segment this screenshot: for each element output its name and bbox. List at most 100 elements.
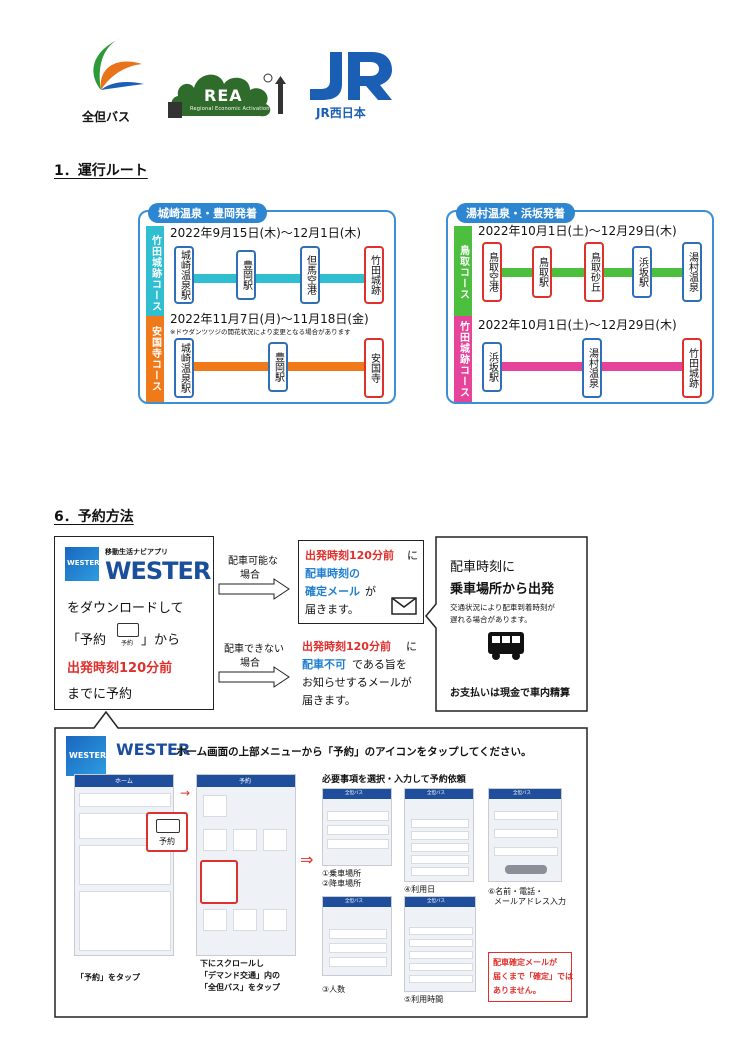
reserve-screen-title: 予約 bbox=[239, 778, 252, 785]
flow-ok-label: 配車可能な bbox=[228, 556, 278, 567]
warning-line-3: ありません。 bbox=[493, 986, 541, 995]
result-payment: お支払いは現金で車内精算 bbox=[450, 688, 570, 699]
zentan-logo-icon bbox=[93, 38, 144, 90]
station-kinosaki: 城崎温泉駅 bbox=[174, 246, 194, 304]
station-hamasaka: 浜坂駅 bbox=[632, 246, 652, 298]
ng-message: 出発時刻120分前 に 配車不可 である旨を お知らせするメールが 届きます。 bbox=[302, 638, 426, 708]
rea-logo-title: REA bbox=[204, 86, 243, 105]
ng-msg-mail: お知らせするメールが bbox=[302, 676, 412, 689]
ng-msg-time: 出発時刻120分前 bbox=[302, 640, 391, 653]
station-ankokuji: 安国寺 bbox=[364, 338, 384, 398]
confirm-warning-box: 配車確定メールが 届くまで「確定」では ありません。 bbox=[488, 952, 573, 1002]
jr-logo-text: JR西日本 bbox=[316, 106, 366, 120]
phone-screen-step-date: 全但バス bbox=[404, 788, 474, 882]
app-line-from-b: 」から bbox=[141, 633, 181, 648]
station-tottori-sakyu: 鳥取砂丘 bbox=[584, 242, 604, 302]
ng-msg-ni: に bbox=[406, 640, 417, 653]
station-toyooka: 豊岡駅 bbox=[236, 250, 256, 300]
mini-header: 全但バス bbox=[345, 791, 363, 796]
rea-logo-subtitle: Regional Economic Activation bbox=[190, 106, 270, 112]
guide-brand: WESTER bbox=[116, 740, 191, 759]
phone-screen-step-contact: 全但バス bbox=[488, 788, 562, 882]
course-date: 2022年11月7日(月)～11月18日(金) bbox=[170, 312, 369, 326]
route-panel-kinosaki: 城崎温泉・豊岡発着 竹田城跡コース 2022年9月15日(木)～12月1日(木)… bbox=[138, 203, 396, 404]
caption-scroll-3: 「全但バス」をタップ bbox=[200, 983, 280, 992]
phone-screen-home: ホーム bbox=[74, 774, 174, 956]
section-title-reservation: 6．予約方法 bbox=[54, 509, 134, 525]
logo-rea: REA Regional Economic Activation bbox=[160, 62, 295, 124]
station-toyooka: 豊岡駅 bbox=[268, 342, 288, 392]
step-alighting: ②降車場所 bbox=[322, 879, 362, 888]
mini-header: 全但バス bbox=[513, 791, 531, 796]
flow-ng-label-2: 場合 bbox=[240, 658, 260, 669]
wester-badge-text: WESTER bbox=[67, 559, 100, 567]
station-hamasaka: 浜坂駅 bbox=[482, 342, 502, 392]
route-panel-header: 湯村温泉・浜坂発着 bbox=[456, 203, 575, 223]
app-subtitle: 移動生活ナビアプリ bbox=[105, 548, 168, 556]
flow-ng-label: 配車できない bbox=[224, 644, 284, 655]
caption-tap-reserve: 「予約」をタップ bbox=[76, 973, 140, 982]
jr-logo-icon bbox=[310, 52, 392, 100]
app-brand: WESTER bbox=[105, 557, 211, 585]
app-download-box: WESTER 移動生活ナビアプリ WESTER をダウンロードして 「予約 予約… bbox=[54, 536, 214, 710]
logo-zentan: 全但バス bbox=[72, 34, 152, 124]
route-panel-yumura: 湯村温泉・浜坂発着 鳥取コース 2022年10月1日(土)～12月29日(木) … bbox=[446, 203, 714, 404]
station-kinosaki: 城崎温泉駅 bbox=[174, 338, 194, 398]
ok-msg-ni: に bbox=[407, 549, 418, 562]
course-tab-tottori: 鳥取コース bbox=[454, 226, 472, 318]
steps-title: 必要事項を選択・入力して予約依頼 bbox=[322, 775, 466, 785]
mail-icon bbox=[391, 597, 417, 615]
wester-badge-icon: WESTER bbox=[66, 736, 106, 776]
mini-header: 全但バス bbox=[427, 791, 445, 796]
route-panel-header: 城崎温泉・豊岡発着 bbox=[148, 203, 267, 223]
wester-badge-icon: WESTER bbox=[65, 547, 100, 581]
app-line-from-a: 「予約 bbox=[67, 633, 107, 648]
step-contact-1: ⑥名前・電話・ bbox=[488, 887, 544, 896]
route-line bbox=[182, 274, 382, 283]
step-people: ③人数 bbox=[322, 985, 346, 994]
zentan-logo-text: 全但バス bbox=[82, 110, 131, 124]
station-tajima-airport: 但馬空港 bbox=[300, 246, 320, 304]
section-title-route: 1．運行ルート bbox=[54, 163, 148, 179]
step-contact-2: メールアドレス入力 bbox=[494, 897, 566, 906]
phone-screen-step-time: 全但バス bbox=[404, 896, 476, 992]
course-tab-ankokuji: 安国寺コース bbox=[146, 316, 164, 402]
reserve-zoom[interactable]: 予約 bbox=[146, 812, 188, 852]
phone-screen-step-people: 全但バス bbox=[322, 896, 392, 976]
bus-icon bbox=[488, 632, 524, 660]
result-note-2: 遅れる場合があります。 bbox=[450, 615, 532, 624]
ok-msg-dispatch: 配車時刻の bbox=[305, 567, 360, 580]
result-chevron bbox=[425, 536, 588, 712]
course-tab-takeda: 竹田城跡コース bbox=[454, 316, 472, 402]
ok-msg-confirm: 確定メール bbox=[305, 585, 360, 598]
home-screen-title: ホーム bbox=[115, 778, 133, 785]
app-line-reserve: までに予約 bbox=[67, 687, 133, 702]
app-line-download: をダウンロードして bbox=[67, 601, 184, 616]
course-tab-takeda: 竹田城跡コース bbox=[146, 226, 164, 320]
logo-jr: JR西日本 bbox=[308, 50, 393, 120]
arrow-right-icon bbox=[218, 578, 290, 600]
ng-msg-arrive: 届きます。 bbox=[302, 694, 356, 707]
caption-scroll-1: 下にスクロールし bbox=[200, 959, 264, 968]
reserve-icon: 予約 bbox=[117, 623, 139, 647]
phone-screen-step-stops: 全但バス bbox=[322, 788, 392, 866]
wester-badge-text: WESTER bbox=[69, 751, 107, 760]
ok-msg-arrive: 届きます。 bbox=[305, 603, 359, 616]
reserve-icon-label: 予約 bbox=[121, 640, 134, 647]
ng-msg-unavailable: 配車不可 bbox=[302, 658, 346, 671]
app-line-deadline: 出発時刻120分前 bbox=[67, 661, 173, 676]
course-note: ※ドウダンツツジの開花状況により変更となる場合があります bbox=[170, 328, 351, 336]
ok-msg-time: 出発時刻120分前 bbox=[305, 549, 394, 562]
rea-logo-icon bbox=[168, 73, 286, 118]
arrow-right-icon bbox=[218, 666, 290, 688]
station-takeda: 竹田城跡 bbox=[682, 338, 702, 398]
station-tottori: 鳥取駅 bbox=[532, 246, 552, 298]
result-line-time: 配車時刻に bbox=[450, 560, 516, 575]
zentan-bus-tile[interactable] bbox=[200, 860, 238, 904]
ok-message-box: 出発時刻120分前 に 配車時刻の 確定メール が 届きます。 bbox=[298, 540, 424, 624]
result-note-1: 交通状況により配車到着時刻が bbox=[450, 603, 555, 612]
ok-msg-ga: が bbox=[365, 585, 376, 598]
station-tottori-airport: 鳥取空港 bbox=[482, 242, 502, 302]
ng-msg-notice: である旨を bbox=[352, 658, 407, 671]
mini-header: 全但バス bbox=[345, 899, 363, 904]
